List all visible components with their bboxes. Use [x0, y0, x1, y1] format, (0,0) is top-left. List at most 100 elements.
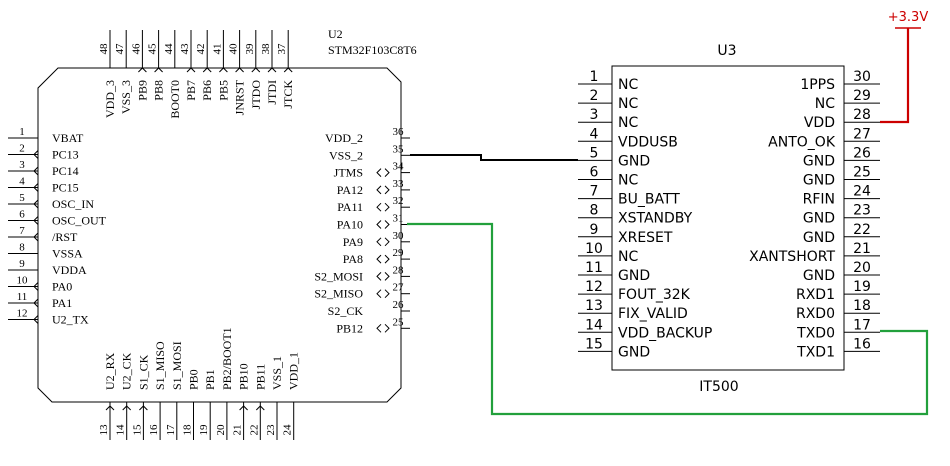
u2-pin-name: PA8 [343, 252, 363, 266]
u3-pin-name: NC [815, 96, 835, 112]
u2-pin-number: 42 [195, 44, 207, 55]
u2-pin-name: OSC_OUT [52, 214, 107, 228]
u2-pin-name: S2_MISO [314, 287, 363, 301]
u3-pin-name: TXD0 [796, 325, 835, 341]
u2-pin-name: PB9 [135, 80, 149, 101]
u3-pin-number: 22 [853, 222, 871, 238]
u2-pin-number: 48 [98, 43, 110, 55]
u3-part: IT500 [699, 379, 738, 395]
u3-pin-name: XSTANDBY [618, 211, 693, 227]
u2-pin-io-marker [376, 202, 382, 212]
u2-pin-number: 34 [393, 161, 405, 173]
u2-pin-name: PC14 [52, 164, 79, 178]
u2-pin-name: PA10 [337, 218, 363, 232]
u2-part: STM32F103C8T6 [328, 43, 417, 57]
u3-pin-name: NC [618, 249, 638, 265]
u2-pin-number: 29 [393, 247, 405, 259]
u2-pin-number: 31 [393, 213, 404, 225]
u2-pin-number: 25 [393, 316, 405, 328]
u2-pin-name: PB0 [187, 369, 201, 390]
u2-pin-name: JTDI [265, 80, 279, 105]
u3-pin-number: 6 [590, 165, 599, 181]
u2-pin-number: 30 [393, 230, 405, 242]
u2-pin-number: 15 [131, 424, 143, 436]
u3-pin-name: GND [803, 268, 835, 284]
u3-pin-number: 20 [853, 260, 871, 276]
u2-pin-number: 28 [393, 264, 405, 276]
u2-pin-io-marker [267, 67, 277, 73]
u3-pin-number: 25 [853, 165, 871, 181]
u3-pin-name: GND [618, 153, 650, 169]
u2-pin-io-marker [154, 67, 163, 73]
u3-pin-name: XRESET [618, 230, 673, 246]
u2-pin-number: 47 [114, 43, 126, 55]
u3-pin-name: NC [618, 115, 638, 131]
u2-pin-number: 24 [282, 424, 294, 436]
u3-pin-number: 5 [590, 145, 599, 161]
u2-pin-io-marker [202, 67, 212, 73]
u2-pin-io-marker [33, 232, 39, 242]
u3-pin-name: GND [803, 211, 835, 227]
u2-pin-number: 18 [182, 424, 194, 436]
u2-pin-number: 41 [211, 44, 223, 55]
u2-pin-io-marker [138, 67, 147, 73]
u3-pin-name: ANTO_OK [768, 134, 836, 150]
u2-pin-number: 5 [19, 192, 25, 204]
u2-pin-number: 26 [393, 299, 405, 311]
u3-pin-number: 13 [585, 298, 603, 314]
u2-pin-io-marker [33, 183, 39, 192]
u2-pin-io-marker [219, 67, 228, 73]
u3-pin-name: GND [618, 268, 650, 284]
u2-pin-name: VBAT [52, 131, 84, 145]
u2-pin-name: PA0 [52, 280, 72, 294]
u2-pin-name: VDD_3 [103, 80, 117, 118]
u2-pin-name: VDD_2 [325, 131, 363, 145]
u2-pin-name: PB7 [184, 80, 198, 101]
wires [407, 28, 929, 416]
u2-pin-number: 45 [147, 43, 159, 55]
u2-pin-name: U2_RX [103, 352, 117, 390]
u2-pin-name: JTDO [249, 80, 263, 110]
u2-pin-number: 12 [17, 308, 28, 320]
u3-pin-number: 19 [853, 279, 871, 295]
u3-right-pins: 301PPS29NC28VDD27ANTO_OK26GND25GND24RFIN… [749, 69, 880, 360]
u3-ref: U3 [717, 43, 736, 59]
u3-pin-number: 9 [590, 222, 599, 238]
u2-pin-number: 17 [165, 424, 177, 436]
u2-pin-name: JTMS [334, 166, 363, 180]
u3-pin-number: 18 [853, 298, 871, 314]
u3-pin-name: VDDUSB [618, 134, 678, 150]
u3-pin-number: 3 [590, 107, 599, 123]
u2-pin-io-marker [33, 216, 39, 225]
u2-pin-number: 43 [179, 43, 191, 55]
u2-pin-io-marker [384, 289, 390, 299]
u2-pin-name: PA9 [343, 235, 363, 249]
u2-pin-io-marker [376, 220, 382, 229]
u2-pin-number: 22 [248, 425, 260, 436]
wire-gnd-vss2-to-gnd [410, 154, 578, 161]
u2-pin-number: 3 [19, 159, 25, 171]
u2-pin-name: PB2/BOOT1 [220, 327, 234, 390]
u2-pin-name: S2_CK [328, 304, 364, 318]
u2-pin-number: 10 [17, 275, 29, 287]
u2-pin-number: 27 [393, 282, 405, 294]
u2-pin-name: S1_CK [136, 354, 150, 390]
u2-ref: U2 [328, 27, 343, 41]
u3-pin-name: FIX_VALID [618, 306, 688, 322]
u3-pin-name: GND [618, 344, 650, 360]
u2-pin-io-marker [33, 150, 39, 159]
u3-pin-number: 11 [585, 260, 603, 276]
wire-3v3-to-vdd [880, 28, 910, 124]
u2-pin-io-marker [376, 289, 382, 299]
u2-pin-number: 11 [17, 291, 28, 303]
u2-pin-io-marker [384, 202, 390, 212]
u3-pin-number: 7 [590, 184, 599, 200]
u3-pin-number: 2 [590, 88, 599, 104]
u2-pin-number: 37 [276, 43, 288, 55]
u2-pin-name: BOOT0 [168, 80, 182, 119]
u2-pin-name: S1_MISO [153, 341, 167, 390]
u2-pin-number: 46 [130, 43, 142, 55]
